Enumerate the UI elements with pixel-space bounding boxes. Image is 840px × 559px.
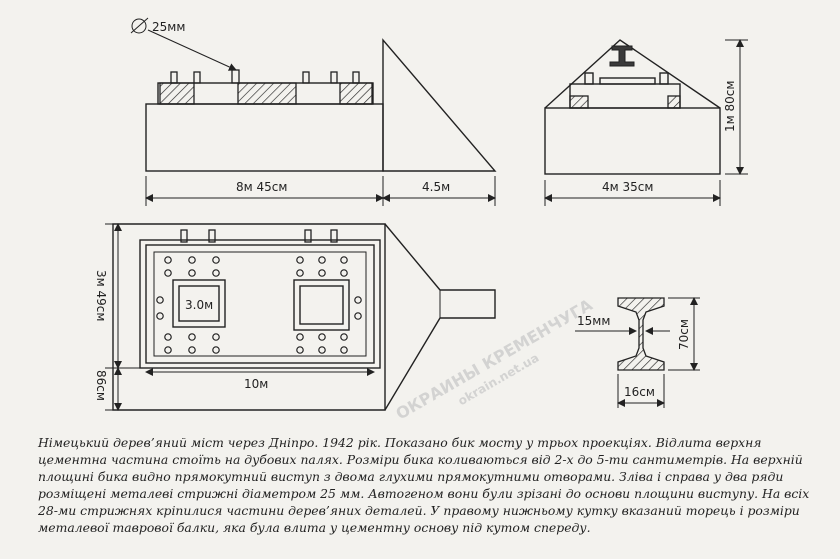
bolt-hole [340, 256, 348, 264]
bolt-hole [164, 346, 172, 354]
bolt-hole [318, 346, 326, 354]
bolt-hole [156, 296, 164, 304]
caption-line: цементна частина стоїть на дубових палях… [38, 452, 803, 467]
caption-line: площині бика видно прямокутний виступ з … [38, 469, 784, 484]
watermark: ОКРАИНЫ КРЕМЕНЧУГА okrain.net.ua [393, 295, 597, 424]
offset-label: 86см [94, 370, 108, 401]
height-label: 1м 80см [723, 81, 737, 132]
bolt-hole [296, 333, 304, 341]
flange-width-label: 16см [624, 385, 655, 399]
bolt-hole [212, 333, 220, 341]
bolt-hole [212, 256, 220, 264]
bolt-hole [188, 346, 196, 354]
caption-line: розміщені металеві стрижні діаметром 25 … [38, 486, 810, 501]
depth-label: 3м 49см [94, 270, 108, 321]
bolt-hole [296, 256, 304, 264]
web-thickness-label: 15мм [577, 314, 610, 328]
width-side-label: 4м 35см [602, 180, 653, 194]
technical-drawing: 25мм 8м 45см 4.5м 4м 35см 1м 80см [94, 17, 748, 424]
bolt-hole [296, 269, 304, 277]
caption-line: Німецький дерев’яний міст через Дніпро. … [38, 435, 762, 450]
bolt-hole [164, 256, 172, 264]
hole-note-label: 3.0м [185, 298, 213, 312]
bolt-hole [212, 346, 220, 354]
caption-text: Німецький дерев’яний міст через Дніпро. … [38, 434, 828, 536]
bolt-hole [318, 333, 326, 341]
bolt-hole [318, 256, 326, 264]
plan-bolt-holes [156, 256, 362, 354]
bolt-hole [354, 312, 362, 320]
side-bolts [170, 69, 360, 84]
bolt-hole [164, 333, 172, 341]
bolt-hole [340, 269, 348, 277]
bolt-hole [164, 269, 172, 277]
beam-section: 15мм 70см 16см [575, 297, 700, 408]
front-view: 4м 35см 1м 80см [544, 39, 748, 206]
length-nose-label: 4.5м [422, 180, 450, 194]
bolt-hole [156, 312, 164, 320]
bolt-hole [340, 333, 348, 341]
caption-line: 28-ми стрижнях кріпилися частини дерев’я… [38, 503, 800, 518]
bolt-hole [188, 333, 196, 341]
bolt-hole [212, 269, 220, 277]
beam-height-label: 70см [677, 319, 691, 350]
plan-view: 3.0м 3м 49см 86см 10м [94, 223, 496, 411]
bolt-hole [296, 346, 304, 354]
bolt-hole [318, 269, 326, 277]
length-main-label: 8м 45см [236, 180, 287, 194]
caption-line: металевої таврової балки, яка була влита… [38, 520, 591, 535]
bolt-diameter-label: 25мм [152, 20, 185, 34]
bolt-hole [188, 269, 196, 277]
bolt-hole [354, 296, 362, 304]
inner-width-label: 10м [244, 377, 268, 391]
bolt-hole [340, 346, 348, 354]
side-view: 25мм 8м 45см 4.5м [130, 17, 497, 206]
bolt-hole [188, 256, 196, 264]
